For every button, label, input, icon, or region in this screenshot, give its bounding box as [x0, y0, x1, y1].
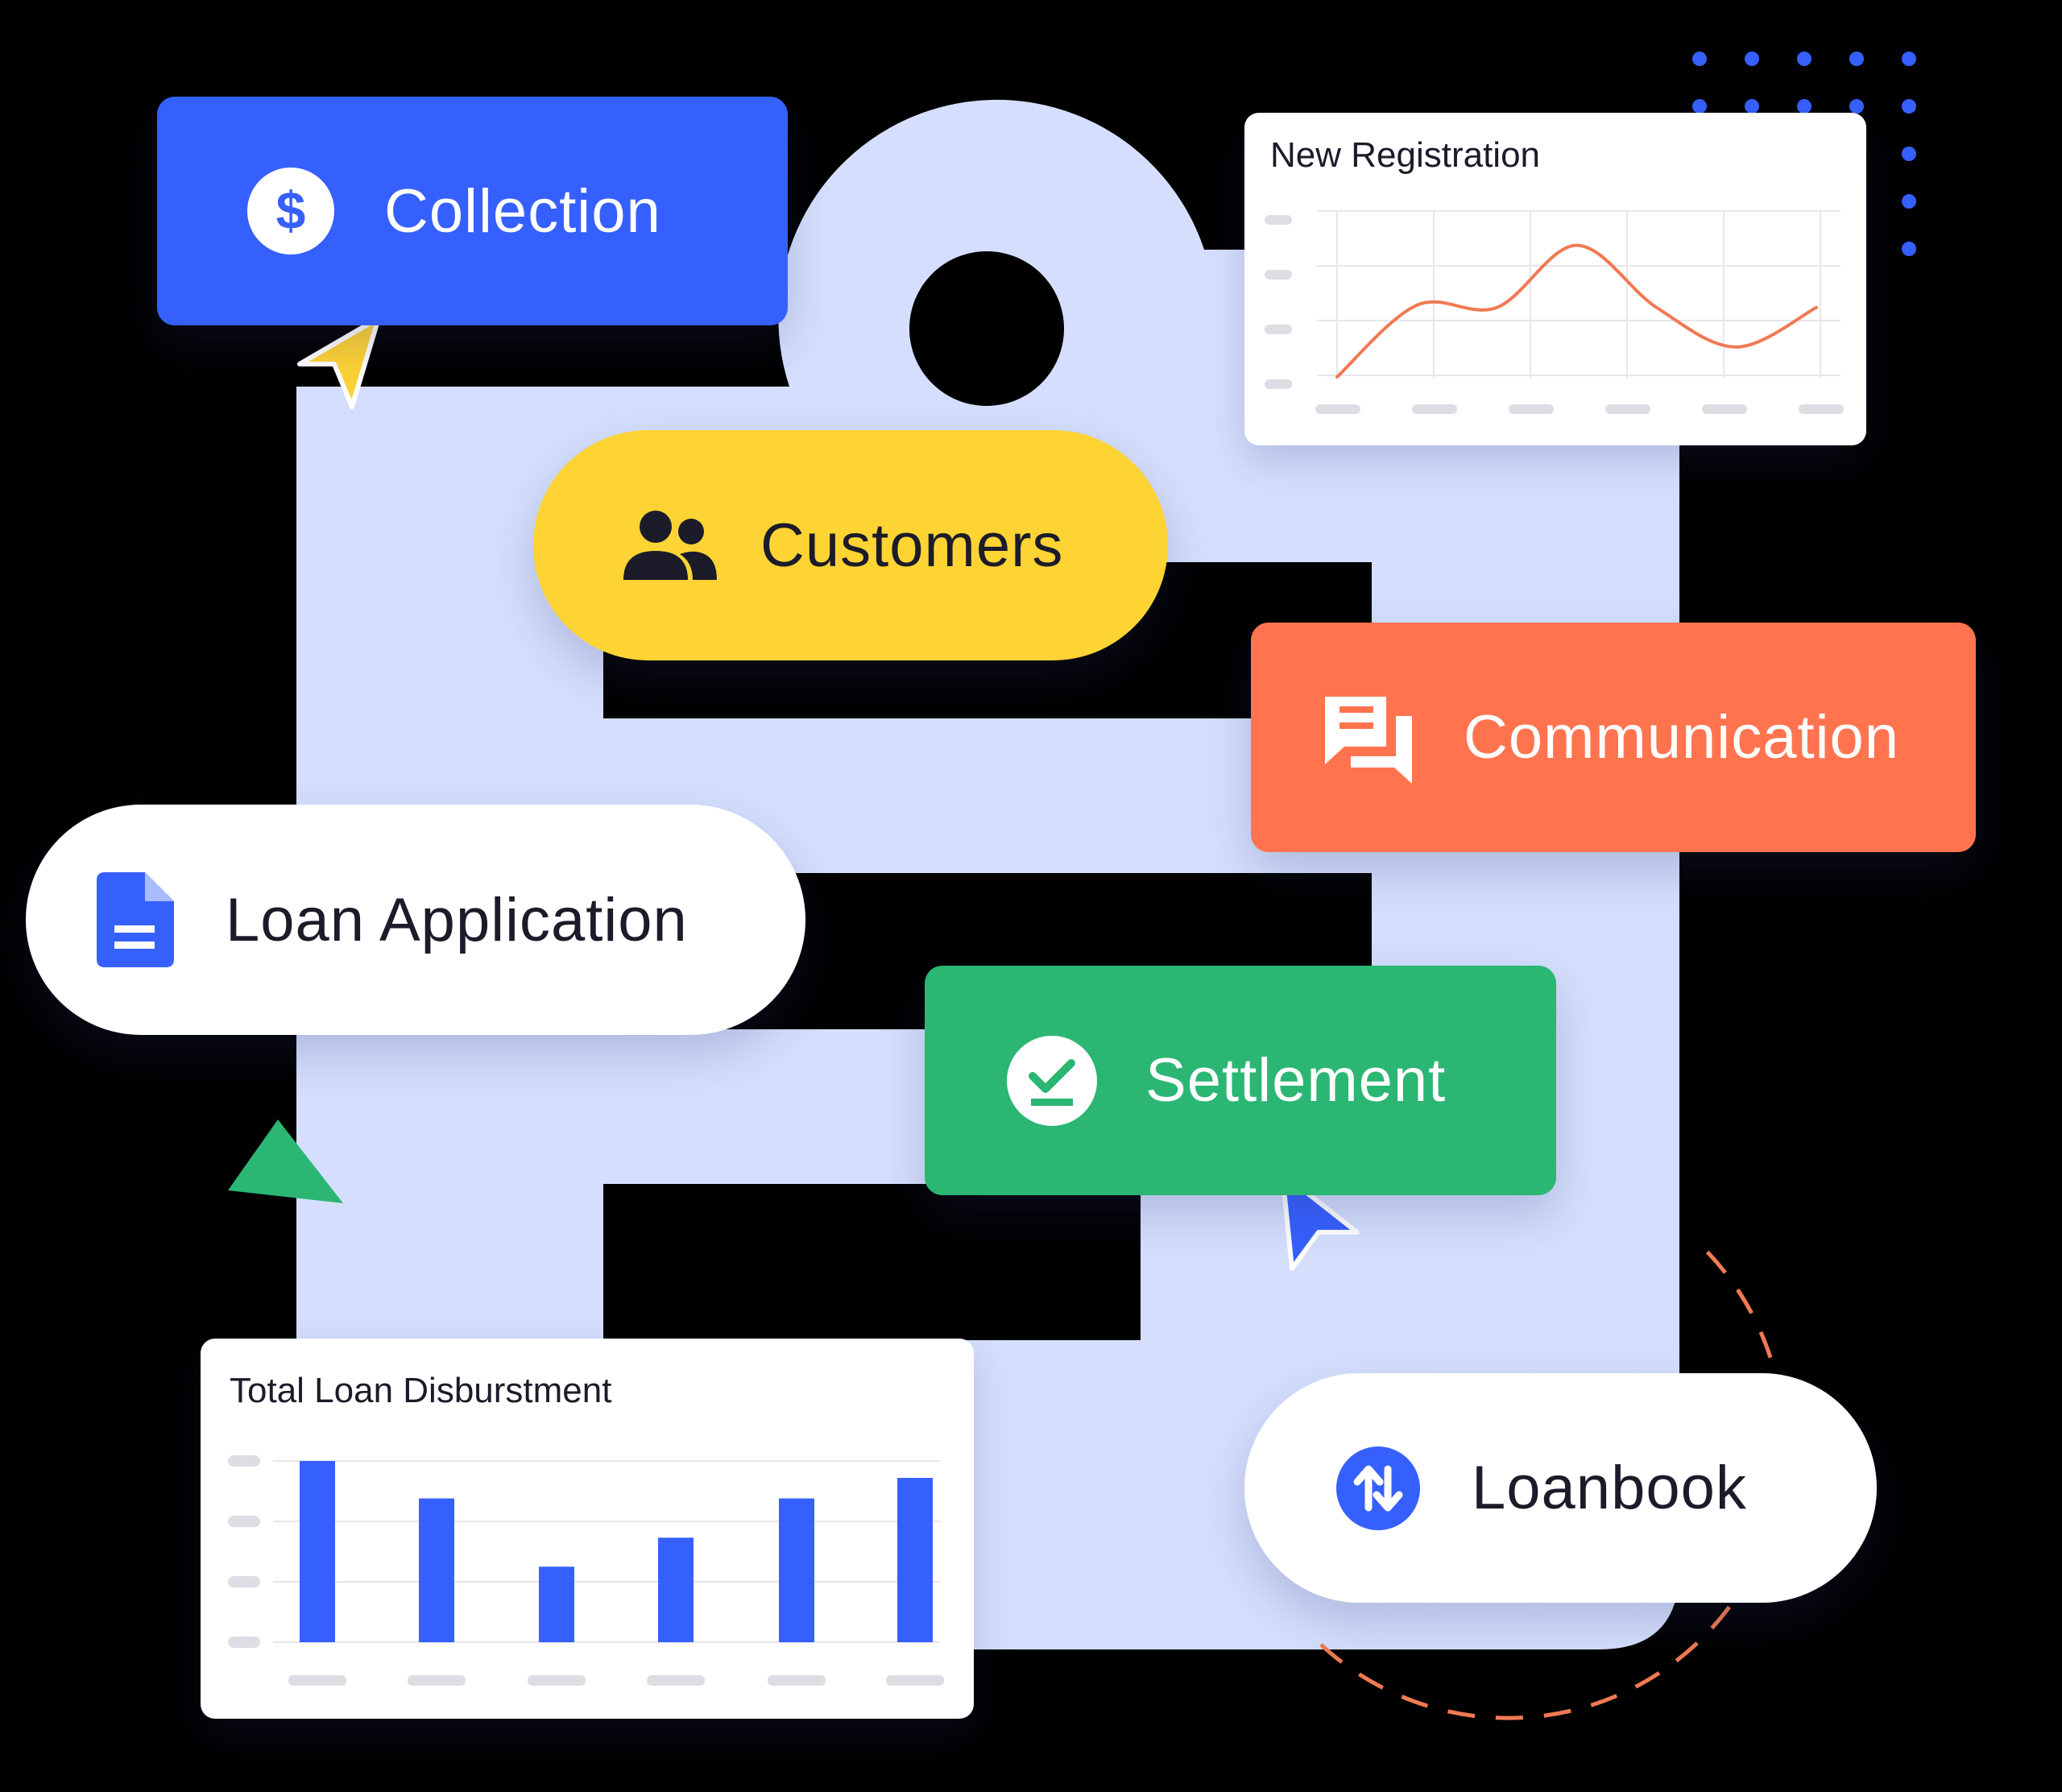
decor-dot [1902, 194, 1916, 209]
loanbook-label: Loanbook [1472, 1454, 1747, 1522]
disbursement-bar [300, 1461, 335, 1642]
decor-dot [1745, 52, 1759, 66]
y-tick-placeholder [1265, 215, 1292, 225]
loan-application-card[interactable]: Loan Application [26, 805, 805, 1035]
decor-dot [1902, 242, 1916, 256]
x-tick-placeholder [1509, 404, 1554, 414]
disbursement-bar [419, 1498, 454, 1642]
document-icon [97, 872, 176, 967]
decor-dot [1902, 52, 1916, 66]
x-tick-placeholder [1799, 404, 1844, 414]
disbursement-bar [779, 1498, 814, 1642]
total-loan-disbursement-title: Total Loan Disburstment [230, 1371, 612, 1410]
x-tick-placeholder [1315, 404, 1360, 414]
disbursement-chart [228, 1455, 944, 1686]
decor-dot [1849, 52, 1864, 66]
settlement-card[interactable]: Settlement [925, 966, 1556, 1195]
x-tick-placeholder [288, 1675, 346, 1686]
y-tick-placeholder [1265, 379, 1292, 389]
users-icon [622, 509, 718, 581]
communication-label: Communication [1464, 703, 1899, 772]
check-icon [1007, 1035, 1097, 1126]
disbursement-bars [300, 1461, 933, 1642]
axis-placeholder-ticks [228, 1455, 944, 1686]
disbursement-bar [897, 1478, 933, 1642]
decor-dot [1902, 99, 1916, 114]
x-tick-placeholder [408, 1675, 466, 1686]
x-tick-placeholder [528, 1675, 586, 1686]
tag-hole [909, 251, 1064, 406]
chart-grid [1317, 210, 1840, 379]
communication-card[interactable]: Communication [1251, 623, 1976, 852]
x-tick-placeholder [768, 1675, 826, 1686]
registration-series-line [1335, 243, 1818, 379]
dashed-arc [1319, 1239, 1787, 1720]
decor-dot [1692, 52, 1707, 66]
decor-dot [1797, 52, 1811, 66]
customers-label: Customers [760, 511, 1064, 580]
loanbook-card[interactable]: Loanbook [1244, 1373, 1877, 1603]
chat-bubbles-icon [1322, 690, 1417, 785]
decor-dot [1797, 99, 1811, 114]
new-registration-title: New Registration [1270, 135, 1541, 175]
tag-cutout-3 [603, 1184, 1141, 1340]
decor-dot [1745, 99, 1759, 114]
customers-card[interactable]: Customers [533, 430, 1168, 660]
y-tick-placeholder [228, 1516, 260, 1527]
cursor-arrow-icon [1280, 1171, 1360, 1271]
axis-placeholder-ticks [1265, 215, 1844, 414]
svg-text:$: $ [276, 180, 306, 240]
collection-card[interactable]: $ Collection [157, 97, 788, 325]
loan-application-label: Loan Application [226, 885, 688, 954]
y-tick-placeholder [228, 1576, 260, 1587]
x-tick-placeholder [1702, 404, 1747, 414]
x-tick-placeholder [886, 1675, 944, 1686]
disbursement-bar [539, 1566, 574, 1642]
x-tick-placeholder [647, 1675, 705, 1686]
y-tick-placeholder [228, 1637, 260, 1648]
collection-label: Collection [384, 176, 661, 246]
decor-dot [1692, 99, 1707, 114]
decor-dot [1849, 99, 1864, 114]
dot-grid [1692, 52, 1916, 256]
disbursement-bar [658, 1537, 694, 1642]
triangle-shape [228, 1119, 343, 1203]
decor-dot [1902, 147, 1916, 161]
swap-arrows-icon [1336, 1446, 1420, 1530]
settlement-label: Settlement [1145, 1046, 1447, 1115]
y-tick-placeholder [1265, 270, 1292, 279]
new-registration-card: New Registration [1244, 113, 1866, 445]
chart-grid [273, 1460, 940, 1643]
dollar-icon: $ [247, 168, 334, 255]
total-loan-disbursement-card: Total Loan Disburstment [201, 1339, 974, 1719]
new-registration-chart [1265, 210, 1844, 414]
y-tick-placeholder [1265, 325, 1292, 334]
x-tick-placeholder [1412, 404, 1457, 414]
y-tick-placeholder [228, 1455, 260, 1467]
x-tick-placeholder [1605, 404, 1650, 414]
cursor-arrow-icon [297, 316, 381, 409]
